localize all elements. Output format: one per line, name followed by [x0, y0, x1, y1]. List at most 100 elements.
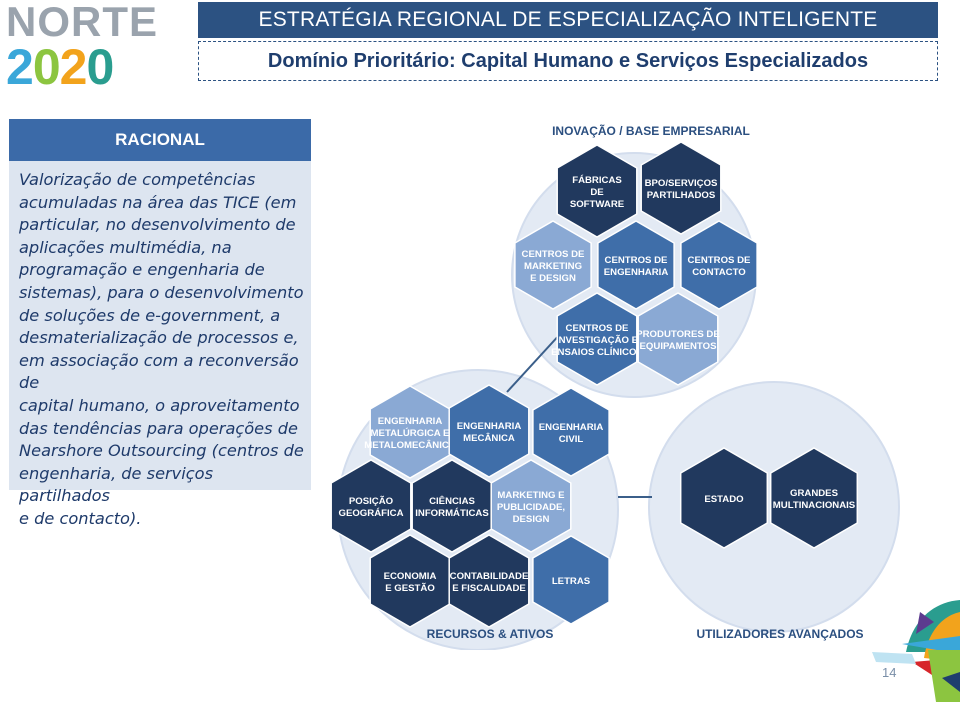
racional-line: sistemas), para o desenvolvimento	[19, 282, 304, 302]
hexagon-shape	[640, 141, 722, 235]
hexagon-label-line: PARTILHADOS	[647, 190, 716, 201]
header-subtitle: Domínio Prioritário: Capital Humano e Se…	[198, 41, 938, 81]
logo-digit-0b: 0	[86, 39, 113, 90]
racional-line: de soluções de e-government, a	[19, 305, 281, 325]
hexagon-label-line: ENGENHARIA	[457, 421, 522, 432]
hexagon-label-line: CIÊNCIAS	[429, 495, 475, 507]
hexagon-label-line: MARKETING E	[497, 490, 565, 501]
hexagon-shape	[448, 534, 530, 628]
hexagon-label-line: ENSAIOS CLÍNICOS	[551, 346, 643, 358]
hexagon-label-line: INFORMÁTICAS	[415, 507, 489, 519]
racional-heading: RACIONAL	[9, 119, 311, 161]
hexagon-shape	[597, 220, 675, 310]
hexagon-label-line: CIVIL	[559, 434, 584, 445]
racional-line: Nearshore Outsourcing (centros de	[19, 441, 304, 461]
right-circle-label: UTILIZADORES AVANÇADOS	[696, 627, 863, 641]
hexagon-label-line: PRODUTORES DE	[636, 329, 720, 340]
racional-line: capital humano, o aproveitamento	[19, 395, 300, 415]
svg-text:2020: 2020	[6, 39, 113, 90]
decorative-corner-graphic	[872, 600, 960, 702]
hexagon-label-line: CENTROS DE	[605, 255, 668, 266]
hexagon-label-line: ENGENHARIA	[604, 267, 669, 278]
hexagon-label-line: POSIÇÃO	[349, 496, 394, 507]
hexagon-shape	[637, 292, 719, 386]
hexagon-shape	[556, 292, 638, 386]
hexagon-label-line: MECÂNICA	[463, 432, 515, 444]
hexagon-label-line: METALÚRGICA E	[371, 427, 450, 439]
hexagon-label-line: LETRAS	[552, 576, 591, 587]
hexagon-label-line: CENTROS DE	[688, 255, 751, 266]
hexagon-shape	[769, 447, 859, 549]
racional-text: Valorização de competências acumuladas n…	[19, 169, 309, 531]
hexagon-shape	[330, 459, 412, 553]
hexagon-label-line: DE	[590, 187, 604, 198]
hexagon-label-line: ECONOMIA	[384, 571, 437, 582]
hexagon-label-line: CENTROS DE	[522, 249, 585, 260]
racional-line: Valorização de competências	[19, 170, 256, 189]
logo-digit-0a: 0	[33, 39, 60, 90]
hexagon-shape	[532, 387, 610, 477]
norte-2020-logo: NORTE 2020	[6, 0, 158, 90]
logo-line1: NORTE	[6, 0, 158, 45]
hexagon-label-line: ESTADO	[704, 494, 744, 505]
ecosystem-diagram: FÁBRICASDESOFTWAREBPO/SERVIÇOSPARTILHADO…	[330, 123, 900, 650]
right-hex-0: ESTADO	[679, 447, 769, 549]
hexagon-label-line: E GESTÃO	[385, 583, 435, 594]
header-title: ESTRATÉGIA REGIONAL DE ESPECIALIZAÇÃO IN…	[198, 2, 938, 38]
racional-line: aplicações multimédia, na	[19, 237, 232, 257]
racional-line: engenharia, de serviços partilhados	[19, 463, 213, 506]
hexagon-label-line: INVESTIGAÇÃO E	[556, 335, 639, 346]
top-circle-label: INOVAÇÃO / BASE EMPRESARIAL	[552, 123, 750, 138]
hexagon-label-line: E DESIGN	[530, 273, 576, 284]
page-number: 14	[882, 665, 897, 680]
hexagon-shape	[448, 384, 530, 478]
left-hex-8: LETRAS	[532, 535, 610, 625]
hexagon-label-line: MARKETING	[524, 261, 582, 272]
hexagon-label-line: BPO/SERVIÇOS	[645, 178, 718, 189]
hexagon-shape	[532, 535, 610, 625]
racional-line: das tendências para operações de	[19, 418, 298, 438]
hexagon-shape	[679, 447, 769, 549]
hexagon-shape	[680, 220, 758, 310]
hexagon-label-line: METALOMECÂNICA	[364, 439, 456, 451]
hexagon-shape	[514, 220, 592, 310]
racional-line: e de contacto).	[19, 508, 142, 528]
hexagon-label-line: GEOGRÁFICA	[338, 507, 403, 519]
racional-line: acumuladas na área das TICE (em	[19, 192, 297, 212]
hexagon-label-line: CONTACTO	[692, 267, 746, 278]
logo-digit-2b: 2	[60, 39, 87, 90]
racional-line: em associação com a reconversão de	[19, 350, 299, 393]
hexagon-label-line: SOFTWARE	[570, 199, 625, 210]
hexagon-label-line: FÁBRICAS	[572, 174, 622, 186]
hexagon-label-line: ENGENHARIA	[378, 416, 443, 427]
left-circle-label: RECURSOS & ATIVOS	[427, 627, 554, 641]
hexagon-label-line: ENGENHARIA	[539, 422, 604, 433]
racional-panel: Valorização de competências acumuladas n…	[9, 161, 311, 528]
logo-digit-2a: 2	[6, 39, 33, 90]
hexagon-label-line: GRANDES	[790, 488, 839, 499]
hexagon-label-line: EQUIPAMENTOS	[640, 341, 718, 352]
hexagon-label-line: E FISCALIDADE	[452, 583, 526, 594]
hexagon-label-line: CENTROS DE	[566, 323, 629, 334]
hexagon-shape	[490, 459, 572, 553]
hexagon-label-line: DESIGN	[513, 514, 550, 525]
hexagon-shape	[556, 144, 638, 238]
racional-line: programação e engenharia de	[19, 260, 265, 280]
hexagon-label-line: PUBLICIDADE,	[497, 502, 566, 513]
racional-line: particular, no desenvolvimento de	[19, 215, 296, 235]
hexagon-label-line: MULTINACIONAIS	[773, 500, 856, 511]
